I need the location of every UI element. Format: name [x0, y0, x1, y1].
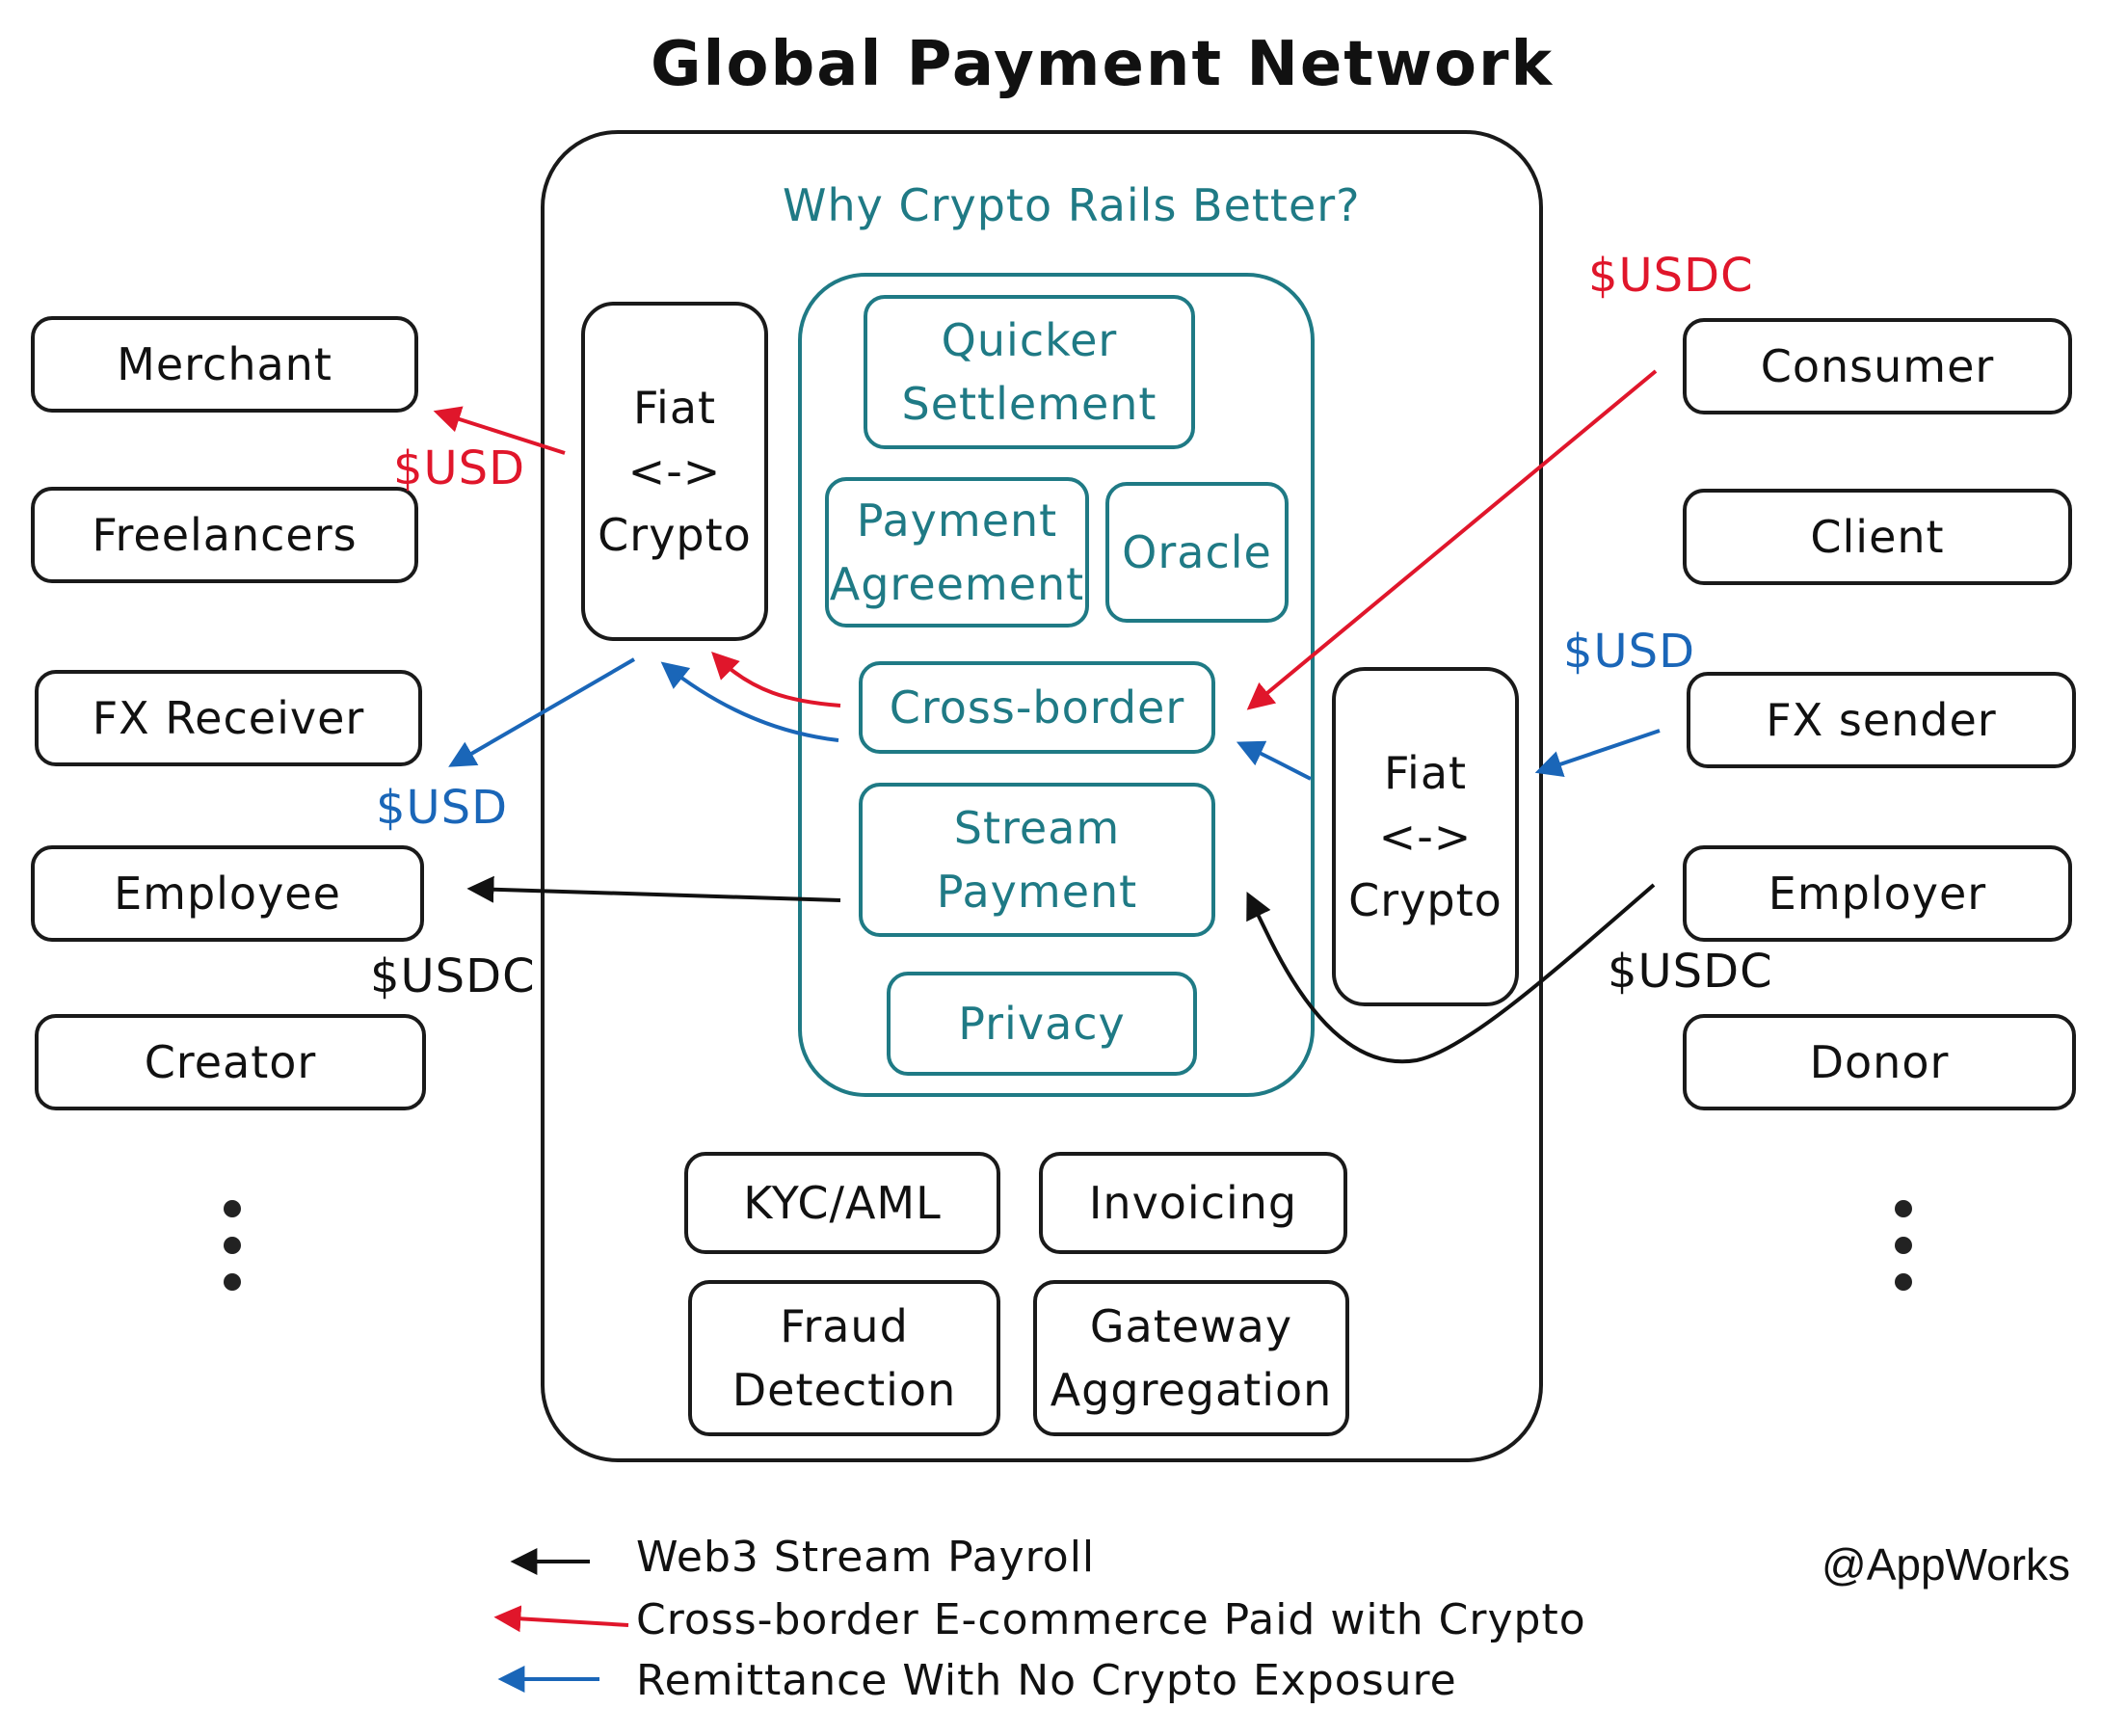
amount-usd-merchant: $USD [393, 441, 526, 495]
conversion-arrow-label: <-> [627, 445, 722, 497]
more-dot [1895, 1273, 1912, 1291]
crypto-label: Crypto [598, 509, 752, 561]
entity-consumer: Consumer [1683, 318, 2072, 414]
service-invoicing: Invoicing [1039, 1152, 1347, 1254]
crypto-rails-subtitle: Why Crypto Rails Better? [783, 179, 1361, 231]
arrow-cross-border-to-fiat-left-blue [660, 661, 839, 742]
arrow-fiat-left-to-fx-receiver [448, 657, 636, 767]
more-dot [224, 1237, 241, 1254]
fiat-crypto-converter-left: Fiat <-> Crypto [581, 302, 768, 641]
amount-usd-fx-receiver: $USD [376, 781, 509, 835]
amount-usd-fx-sender: $USD [1563, 625, 1696, 679]
arrow-consumer-to-cross-border [1246, 369, 1658, 710]
feature-line: Stream [953, 802, 1121, 854]
fiat-label: Fiat [1383, 747, 1468, 799]
fiat-label: Fiat [632, 382, 717, 434]
legend-web3-stream-payroll: Web3 Stream Payroll [636, 1533, 1096, 1582]
more-dot [1895, 1237, 1912, 1254]
feature-line: Payment [936, 866, 1138, 918]
entity-employee: Employee [31, 845, 424, 942]
service-line: Detection [731, 1364, 957, 1416]
arrow-cross-border-to-fiat-left [711, 652, 841, 708]
arrow-fiat-right-to-cross-border [1236, 740, 1312, 781]
feature-quicker-settlement: Quicker Settlement [864, 295, 1195, 449]
feature-line: Agreement [829, 558, 1085, 610]
fiat-crypto-converter-right: Fiat <-> Crypto [1332, 667, 1519, 1006]
crypto-rails-features-group [798, 273, 1315, 1097]
feature-line: Quicker [941, 314, 1118, 366]
legend-arrow-red [493, 1605, 629, 1633]
conversion-arrow-label: <-> [1378, 811, 1473, 863]
entity-freelancers: Freelancers [31, 487, 418, 583]
feature-line: Settlement [901, 378, 1157, 430]
diagram-title: Global Payment Network [651, 29, 1555, 100]
entity-client: Client [1683, 489, 2072, 585]
feature-stream-payment: Stream Payment [859, 783, 1215, 937]
feature-oracle: Oracle [1105, 482, 1289, 623]
arrow-stream-payment-to-employee [466, 875, 841, 903]
entity-merchant: Merchant [31, 316, 418, 413]
entity-fx-receiver: FX Receiver [35, 670, 422, 766]
network-container [541, 130, 1543, 1462]
arrow-employer-to-stream-payment [1246, 883, 1656, 1064]
service-fraud-detection: Fraud Detection [688, 1280, 1000, 1436]
more-dot [224, 1200, 241, 1217]
amount-usdc-employee: $USDC [370, 949, 536, 1003]
feature-payment-agreement: Payment Agreement [825, 477, 1089, 628]
entity-fx-sender: FX sender [1687, 672, 2076, 768]
service-gateway-aggregation: Gateway Aggregation [1033, 1280, 1349, 1436]
legend-remittance: Remittance With No Crypto Exposure [636, 1656, 1457, 1705]
legend-cross-border-ecommerce: Cross-border E-commerce Paid with Crypto [636, 1595, 1586, 1644]
more-dot [1895, 1200, 1912, 1217]
feature-privacy: Privacy [887, 972, 1197, 1076]
feature-line: Payment [856, 494, 1058, 547]
entity-donor: Donor [1683, 1014, 2076, 1110]
entity-creator: Creator [35, 1014, 426, 1110]
amount-usdc-employer: $USDC [1608, 945, 1773, 999]
arrow-fx-sender-to-fiat-right [1534, 729, 1661, 778]
crypto-label: Crypto [1348, 874, 1503, 926]
credit-label: @AppWorks [1822, 1539, 2071, 1589]
service-line: Gateway [1089, 1300, 1293, 1352]
entity-employer: Employer [1683, 845, 2072, 942]
feature-cross-border: Cross-border [859, 661, 1215, 754]
service-line: Fraud [780, 1300, 909, 1352]
amount-usdc-consumer: $USDC [1588, 249, 1754, 303]
service-kyc-aml: KYC/AML [684, 1152, 1000, 1254]
more-dot [224, 1273, 241, 1291]
arrow-fiat-left-to-merchant [433, 406, 566, 455]
service-line: Aggregation [1050, 1364, 1333, 1416]
